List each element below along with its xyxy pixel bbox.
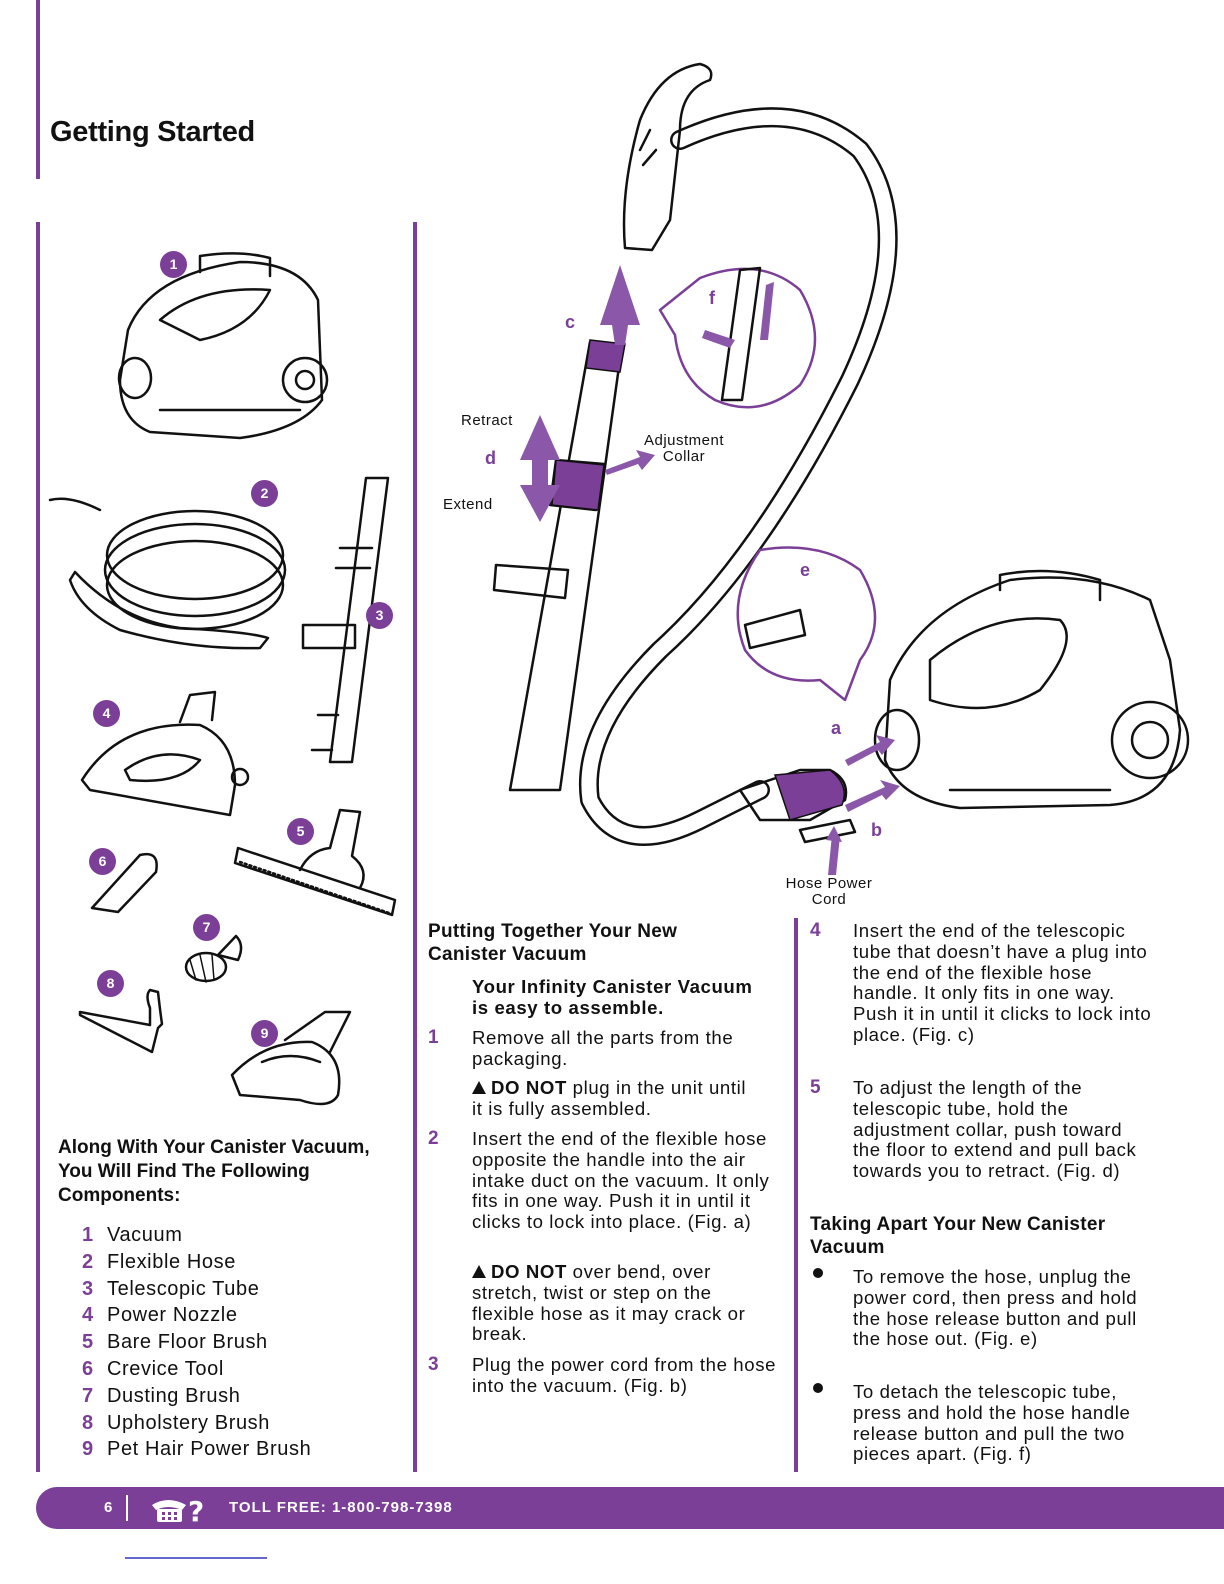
upholstery-brush-illustration [78,988,164,1054]
page-number: 6 [104,1499,113,1516]
letter-c: c [565,312,576,332]
svg-text:?: ? [188,1495,204,1525]
footer-divider [126,1495,128,1521]
pet-hair-brush-illustration [230,1010,352,1106]
step-2-text: Insert the end of the flexible hose oppo… [472,1128,770,1233]
disassembly-heading: Taking Apart Your New Canister Vacuum [810,1214,1106,1258]
step-5-text: To adjust the length of the telescopic t… [853,1077,1137,1182]
main-hose [578,107,898,846]
step-4-text: Insert the end of the telescopic tube th… [853,920,1152,1045]
badge-2: 2 [251,480,278,507]
step-3-text: Plug the power cord from the hose into t… [472,1354,777,1396]
assembly-heading: Putting Together Your New Canister Vacuu… [428,921,678,965]
title-side-bar [36,0,40,179]
vacuum-illustration [117,252,329,440]
warning-2: DO NOT over bend, over stretch, twist or… [472,1261,746,1345]
warning-1: DO NOT plug in the unit until it is full… [472,1077,747,1119]
badge-1: 1 [160,251,187,278]
warning-icon [472,1265,486,1278]
dusting-brush-illustration [184,934,243,983]
hose-illustration [48,497,287,650]
step-number: 5 [810,1077,821,1098]
hose-power-cord-label: Hose Power Cord [785,875,873,908]
step-number: 1 [428,1027,439,1048]
badge-7: 7 [193,914,220,941]
footer-underline [125,1557,267,1559]
right-column-bar [794,918,798,1472]
warning-icon [472,1081,486,1094]
bullet-dot [813,1268,823,1278]
adjustment-collar-label: Adjustment Collar [643,432,725,465]
disassembly-bullet-2: To detach the telescopic tube, press and… [853,1381,1131,1465]
badge-9: 9 [251,1020,278,1047]
badge-8: 8 [97,970,124,997]
letter-b: b [871,820,882,840]
letter-a: a [831,718,842,738]
disassembly-bullet-1: To remove the hose, unplug the power cor… [853,1266,1138,1350]
letter-f: f [709,288,715,308]
step-number: 3 [428,1354,439,1375]
extend-label: Extend [443,496,493,513]
assembly-intro: Your Infinity Canister Vacuum is easy to… [472,976,753,1018]
power-nozzle-illustration [80,690,250,817]
footer-bar: 6 ? TOLL FREE: 1-800-798-7398 [36,1487,1224,1529]
letter-d: d [485,448,496,468]
crevice-tool-illustration [90,852,158,914]
components-heading: Along With Your Canister Vacuum, You Wil… [58,1137,370,1206]
bare-floor-brush-illustration [233,808,397,917]
toll-free-number[interactable]: TOLL FREE: 1-800-798-7398 [229,1499,453,1516]
retract-label: Retract [461,412,513,429]
bullet-dot [813,1383,823,1393]
middle-column-bar [413,222,417,1472]
phone-icon: ? [152,1495,204,1525]
letter-e: e [800,560,811,580]
badge-5: 5 [287,818,314,845]
badge-6: 6 [89,848,116,875]
left-column-bar [36,222,40,1472]
badge-3: 3 [366,602,393,629]
step-number: 4 [810,920,821,941]
telescopic-tube-illustration [301,476,390,764]
page-title: Getting Started [50,116,255,148]
badge-4: 4 [93,700,120,727]
step-1-text: Remove all the parts from the packaging. [472,1027,734,1069]
step-number: 2 [428,1128,439,1149]
